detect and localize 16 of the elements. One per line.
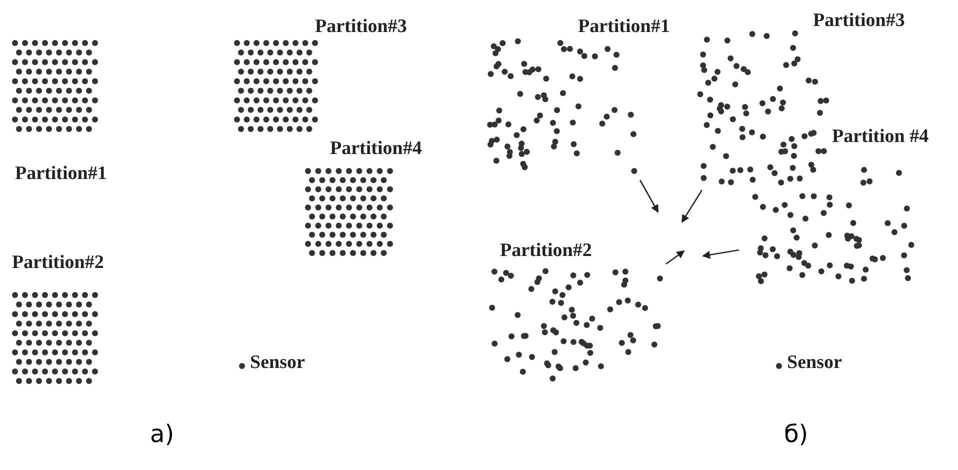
partition-label: Partition#2 [12, 252, 104, 274]
panel-label: а) [150, 420, 174, 448]
arrow [639, 180, 659, 213]
partition-label: Partition #4 [832, 126, 929, 148]
arrow [681, 190, 703, 223]
legend-label: Sensor [250, 352, 305, 374]
partition-label: Partition#2 [500, 240, 592, 262]
partition-label: Partition#1 [578, 16, 670, 38]
partition-label: Partition#3 [813, 10, 905, 32]
partition-label: Partition#1 [15, 163, 107, 185]
arrow [702, 249, 740, 259]
partition-label: Partition#3 [315, 16, 407, 38]
partition-label: Partition#4 [330, 138, 422, 160]
arrow [666, 250, 685, 265]
legend-label: Sensor [787, 352, 842, 374]
panel-label: б) [784, 420, 808, 448]
